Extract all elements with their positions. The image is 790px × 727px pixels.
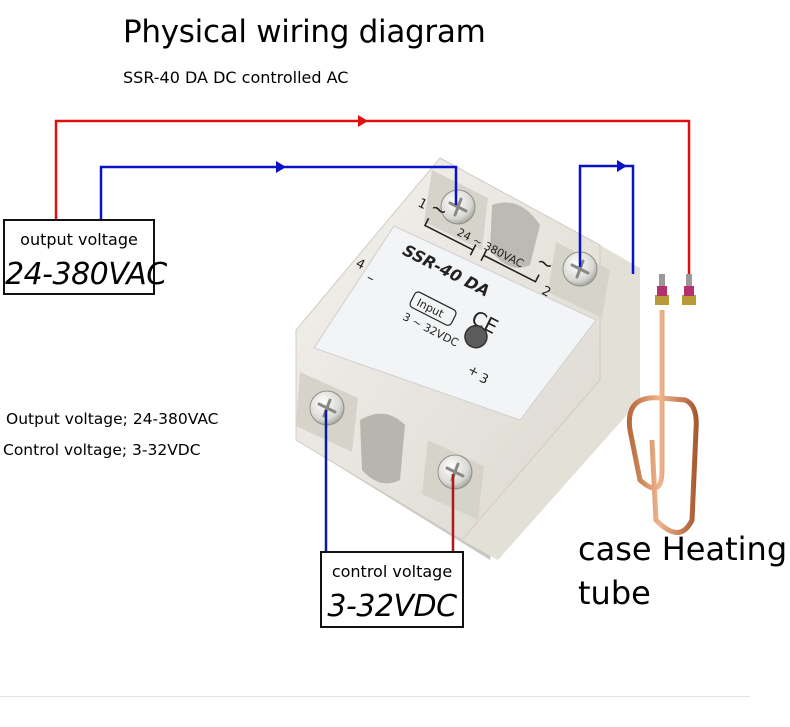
heater-nut-right	[682, 295, 696, 305]
relay-to-heater-wire	[578, 164, 635, 274]
control-voltage-spec: Control voltage; 3-32VDC	[3, 441, 201, 459]
heater-nut-left	[655, 295, 669, 305]
status-led-icon	[464, 324, 488, 349]
output-voltage-box: output voltage 24-380VAC	[3, 219, 167, 295]
control-voltage-caption: control voltage	[331, 562, 453, 581]
copper-tube	[626, 310, 699, 535]
relay-notch-top	[490, 202, 540, 268]
control-voltage-box: control voltage 3-32VDC	[320, 551, 464, 628]
triangle-right-arrow	[276, 161, 286, 173]
heating-tube-label: case Heating tube	[578, 527, 787, 615]
live-wire	[54, 119, 691, 274]
ground-divider	[0, 696, 750, 697]
output-voltage-spec: Output voltage; 24-380VAC	[6, 410, 219, 428]
input-label-frame	[409, 291, 457, 326]
relay-notch-bottom	[360, 413, 405, 484]
screw-terminal-1[interactable]	[440, 189, 476, 225]
relay-label-plate	[313, 225, 597, 421]
screw-terminal-3[interactable]	[437, 454, 473, 490]
heater-insulator-right	[684, 286, 694, 296]
diagram-subtitle: SSR-40 DA DC controlled AC	[123, 68, 349, 87]
output-voltage-value: 24-380VAC	[5, 257, 167, 292]
screw-terminal-4[interactable]	[309, 390, 345, 426]
solid-state-relay: 1 ~ 24 ~ 380VAC ~ 2 SSR-40 DA CE 4 – Inp…	[295, 157, 640, 560]
triangle-right-arrow	[358, 115, 368, 127]
screw-cross-icon	[570, 259, 590, 279]
output-voltage-caption: output voltage	[20, 230, 138, 249]
heating-tube-label-line1: case Heating	[578, 530, 788, 568]
triangle-right-arrow	[617, 160, 627, 172]
heater-insulator-left	[657, 286, 667, 296]
control-voltage-value: 3-32VDC	[327, 589, 457, 624]
diagram-title: Physical wiring diagram	[123, 14, 486, 50]
switch-contact-symbol	[469, 244, 488, 262]
screw-cross-icon	[448, 197, 468, 217]
heating-tube	[626, 274, 699, 535]
heating-tube-label-line2: tube	[578, 574, 651, 612]
heater-terminal-left	[659, 274, 665, 286]
relay-side-face	[462, 245, 640, 560]
heater-terminal-right	[686, 274, 692, 286]
load-circuit-symbol	[423, 217, 540, 283]
